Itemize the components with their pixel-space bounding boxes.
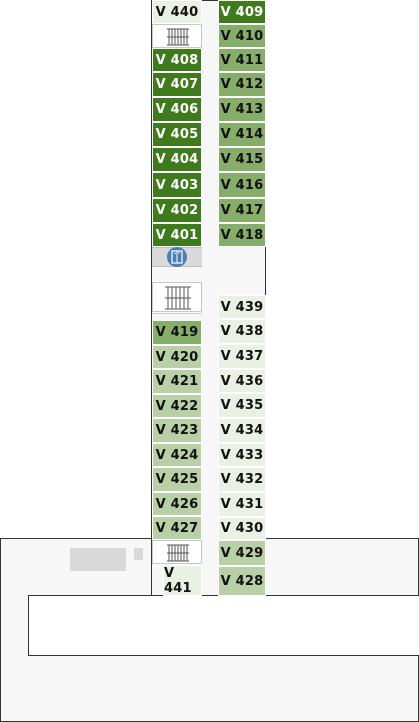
room-v433[interactable]: V 433 <box>218 443 266 467</box>
elevator-icon[interactable] <box>167 247 187 267</box>
courtyard <box>28 595 419 656</box>
room-v430[interactable]: V 430 <box>218 517 266 540</box>
room-v417[interactable]: V 417 <box>218 198 266 223</box>
room-v421[interactable]: V 421 <box>152 369 202 394</box>
room-v437[interactable]: V 437 <box>218 344 266 369</box>
room-v422[interactable]: V 422 <box>152 394 202 418</box>
room-v440[interactable]: V 440 <box>152 0 202 24</box>
room-v409[interactable]: V 409 <box>218 0 266 24</box>
room-v412[interactable]: V 412 <box>218 72 266 97</box>
room-v439[interactable]: V 439 <box>218 295 266 319</box>
room-v410[interactable]: V 410 <box>218 24 266 48</box>
room-v419[interactable]: V 419 <box>152 320 202 345</box>
room-v425[interactable]: V 425 <box>152 467 202 492</box>
service-area-small <box>134 548 143 560</box>
room-v434[interactable]: V 434 <box>218 418 266 443</box>
room-v438[interactable]: V 438 <box>218 319 266 344</box>
room-v401[interactable]: V 401 <box>152 223 202 247</box>
room-v427[interactable]: V 427 <box>152 516 202 540</box>
room-v426[interactable]: V 426 <box>152 492 202 516</box>
room-v405[interactable]: V 405 <box>152 122 202 147</box>
room-v441[interactable]: V 441 <box>163 565 202 596</box>
stairs-icon <box>152 282 202 312</box>
room-v435[interactable]: V 435 <box>218 393 266 418</box>
room-v436[interactable]: V 436 <box>218 369 266 393</box>
room-v406[interactable]: V 406 <box>152 97 202 122</box>
room-v414[interactable]: V 414 <box>218 122 266 147</box>
room-v423[interactable]: V 423 <box>152 418 202 443</box>
room-v407[interactable]: V 407 <box>152 72 202 97</box>
room-v418[interactable]: V 418 <box>218 223 266 247</box>
room-v416[interactable]: V 416 <box>218 172 266 198</box>
room-v431[interactable]: V 431 <box>218 492 266 517</box>
room-v424[interactable]: V 424 <box>152 443 202 467</box>
divider <box>152 313 202 314</box>
room-v415[interactable]: V 415 <box>218 147 266 172</box>
room-v408[interactable]: V 408 <box>152 48 202 72</box>
room-v404[interactable]: V 404 <box>152 147 202 172</box>
room-v432[interactable]: V 432 <box>218 467 266 492</box>
stairs-icon <box>152 24 202 48</box>
service-area <box>70 548 126 571</box>
room-v411[interactable]: V 411 <box>218 48 266 72</box>
room-v402[interactable]: V 402 <box>152 198 202 223</box>
room-v420[interactable]: V 420 <box>152 345 202 369</box>
room-v403[interactable]: V 403 <box>152 172 202 198</box>
room-v413[interactable]: V 413 <box>218 97 266 122</box>
room-v429[interactable]: V 429 <box>218 540 266 566</box>
room-v428[interactable]: V 428 <box>218 566 266 596</box>
stairs-icon <box>152 540 202 564</box>
